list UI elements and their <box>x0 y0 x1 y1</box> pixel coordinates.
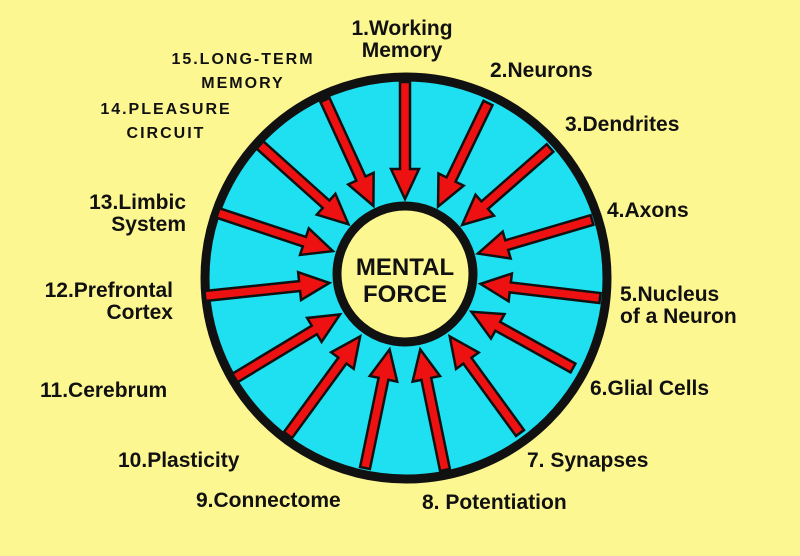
arrow-8 <box>410 346 452 473</box>
label-line: MEMORY <box>201 75 285 92</box>
label-glial-cells: 6.Glial Cells <box>590 377 710 400</box>
label-line: Cortex <box>106 301 173 324</box>
label-line: of a Neuron <box>620 305 737 328</box>
arrow-9 <box>358 346 399 471</box>
label-neurons: 2.Neurons <box>490 59 593 82</box>
label-long-term-memory: 15.LONG-TERM MEMORY <box>171 48 314 96</box>
center-label: MENTAL FORCE <box>356 254 454 308</box>
label-line: 12.Prefrontal <box>44 279 173 302</box>
arrow-15 <box>318 96 375 209</box>
label-line: 14.PLEASURE <box>100 101 232 118</box>
arrow-13 <box>214 206 336 257</box>
label-line: CIRCUIT <box>126 125 206 142</box>
arrow-11 <box>230 312 343 384</box>
center-line-1: MENTAL <box>355 254 455 281</box>
arrows-group <box>203 80 602 473</box>
label-line: 5.Nucleus <box>620 283 720 306</box>
label-line: 13.Limbic <box>89 191 186 214</box>
label-cerebrum: 11.Cerebrum <box>40 379 168 402</box>
arrow-5 <box>477 271 602 305</box>
label-line: System <box>111 213 186 236</box>
label-dendrites: 3.Dendrites <box>565 113 680 136</box>
label-connectome: 9.Connectome <box>196 489 341 512</box>
arrow-4 <box>475 213 595 261</box>
label-synapses: 7. Synapses <box>527 449 649 472</box>
label-axons: 4.Axons <box>607 199 689 222</box>
arrow-7 <box>447 334 526 438</box>
label-line: Memory <box>361 39 443 62</box>
label-line: 1.Working <box>351 17 453 40</box>
label-potentiation: 8. Potentiation <box>422 491 567 514</box>
label-plasticity: 10.Plasticity <box>118 449 240 472</box>
arrow-14 <box>254 139 351 227</box>
arrow-1 <box>389 80 421 202</box>
center-line-2: FORCE <box>362 281 447 308</box>
arrow-2 <box>436 99 495 210</box>
arrow-6 <box>468 310 578 375</box>
arrow-3 <box>459 142 556 227</box>
arrow-10 <box>282 333 362 440</box>
label-line: 15.LONG-TERM <box>171 51 315 68</box>
label-pleasure-circuit: 14.PLEASURE CIRCUIT <box>100 98 231 146</box>
mental-force-core <box>332 201 478 347</box>
arrow-12 <box>203 270 333 303</box>
